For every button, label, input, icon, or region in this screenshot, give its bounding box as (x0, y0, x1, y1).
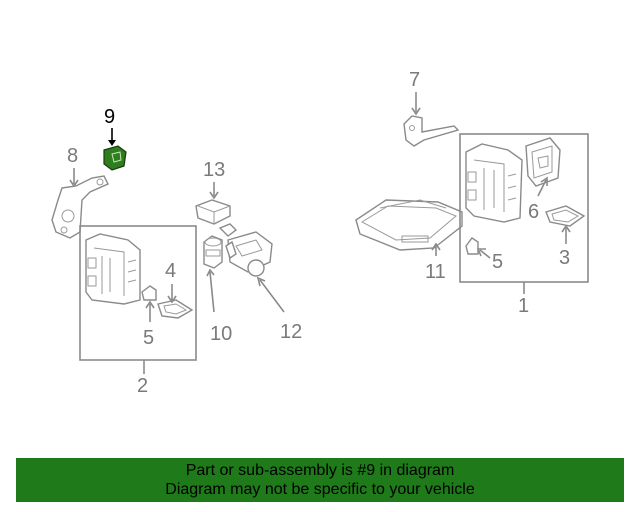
callout-3: 3 (559, 247, 570, 269)
part-9-shape (103, 145, 127, 171)
part-9-highlighted[interactable]: 9 (103, 106, 127, 171)
part-8: 8 (51, 145, 109, 239)
part-13: 13 (195, 159, 231, 225)
callout-10: 10 (210, 323, 232, 345)
callout-8: 8 (67, 145, 78, 167)
part-9-detail (111, 151, 122, 163)
part-7: 7 (403, 69, 460, 147)
callout-2: 2 (137, 375, 148, 397)
callout-1: 1 (518, 295, 529, 317)
assembly-1: 6 3 5 1 (459, 133, 589, 317)
part-11: 11 (355, 199, 463, 283)
callout-7: 7 (409, 69, 420, 91)
part-10: 10 (203, 223, 238, 345)
callout-6: 6 (528, 201, 539, 223)
callout-12: 12 (280, 321, 302, 343)
callout-5-right: 5 (492, 251, 503, 273)
assembly-2-frame (79, 225, 197, 361)
assembly-2: 5 4 2 (79, 225, 197, 397)
banner-line-1: Part or sub-assembly is #9 in diagram (185, 462, 455, 479)
arrow-9 (108, 140, 116, 146)
banner-line-2: Diagram may not be specific to your vehi… (165, 481, 475, 498)
part-12: 12 (225, 231, 302, 343)
callout-11: 11 (425, 261, 446, 283)
info-banner: Part or sub-assembly is #9 in diagram Di… (16, 458, 624, 502)
callout-5-left: 5 (143, 327, 154, 349)
callout-4: 4 (165, 260, 176, 282)
callout-9: 9 (104, 106, 115, 128)
callout-13: 13 (203, 159, 225, 181)
